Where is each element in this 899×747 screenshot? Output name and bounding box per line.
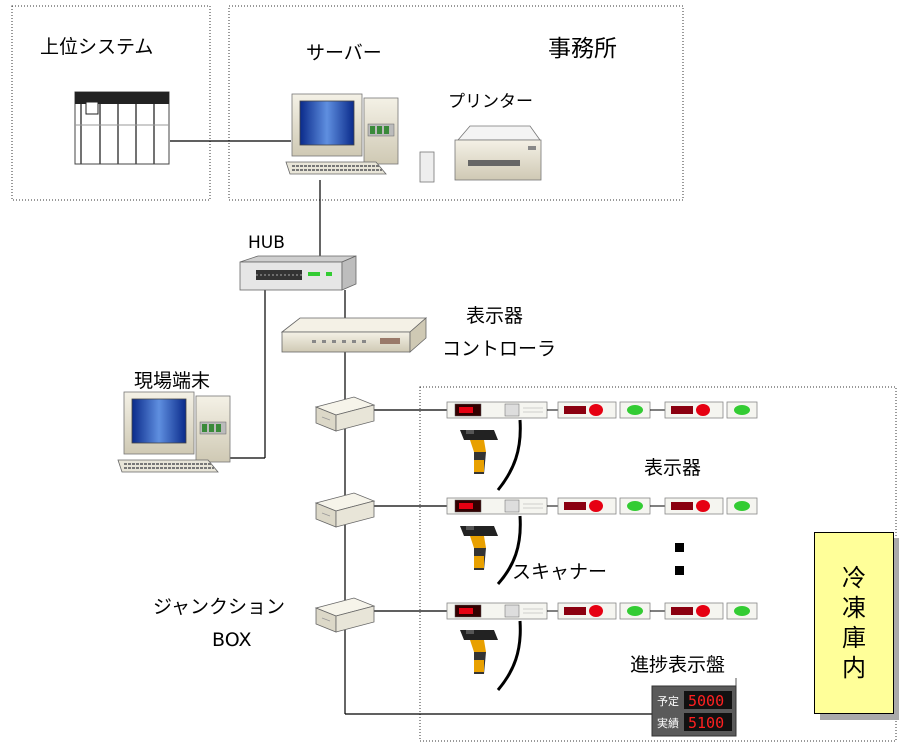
scanner-icon: [460, 630, 498, 674]
hub-icon: [239, 255, 357, 291]
ellipsis-dot: [675, 566, 684, 575]
scanner-label: スキャナー: [512, 561, 608, 583]
scanner-icon: [460, 526, 498, 570]
progress-board-label: 進捗表示盤: [630, 654, 726, 676]
office-label: 事務所: [548, 36, 617, 62]
upper-system-label: 上位システム: [40, 36, 154, 58]
display-unit-icon: [664, 602, 758, 620]
display-controller-label-2: コントローラ: [442, 338, 557, 360]
field-terminal-pc-icon: [117, 391, 231, 473]
junction-box-icon: [315, 492, 375, 528]
scanner-station-icon: [446, 401, 548, 419]
ellipsis-dot: [675, 543, 684, 552]
freezer-region: [419, 386, 897, 742]
junction-box-label-1: ジャンクション: [153, 596, 286, 618]
upper-system-rack-icon: [74, 91, 170, 165]
scanner-icon: [460, 430, 498, 474]
upper-system-region: [11, 5, 211, 201]
junction-box-label-2: BOX: [212, 629, 252, 651]
display-unit-icon: [557, 401, 651, 419]
scanner-station-icon: [446, 602, 548, 620]
display-unit-icon: [557, 602, 651, 620]
display-label: 表示器: [644, 457, 702, 479]
progress-row1-label: 予定: [657, 694, 679, 708]
scanner-cable: [496, 515, 522, 585]
junction-box-icon: [315, 597, 375, 633]
freezer-char: 冷: [842, 564, 866, 592]
display-controller-label-1: 表示器: [466, 305, 524, 327]
progress-row2-label: 実績: [657, 716, 679, 730]
server-pc-icon: [285, 93, 399, 175]
server-speaker-icon: [419, 151, 435, 183]
junction-box-icon: [315, 396, 375, 432]
printer-icon: [454, 125, 542, 181]
scanner-station-icon: [446, 497, 548, 515]
field-terminal-label: 現場端末: [134, 370, 211, 392]
display-unit-icon: [557, 497, 651, 515]
progress-row2-value: 5100: [688, 714, 724, 732]
freezer-label-box: 冷 凍 庫 内: [814, 532, 894, 714]
display-unit-icon: [664, 401, 758, 419]
display-controller-icon: [280, 317, 428, 353]
scanner-cable: [496, 620, 522, 691]
display-unit-icon: [664, 497, 758, 515]
progress-board-icon: 予定 実績 5000 5100: [651, 678, 737, 737]
freezer-char: 庫: [842, 624, 866, 652]
hub-label: HUB: [248, 233, 285, 253]
scanner-cable: [496, 419, 522, 491]
progress-row1-value: 5000: [688, 692, 724, 710]
freezer-char: 凍: [842, 594, 866, 622]
freezer-char: 内: [842, 654, 866, 682]
printer-label: プリンター: [448, 92, 533, 112]
server-label: サーバー: [306, 42, 382, 64]
